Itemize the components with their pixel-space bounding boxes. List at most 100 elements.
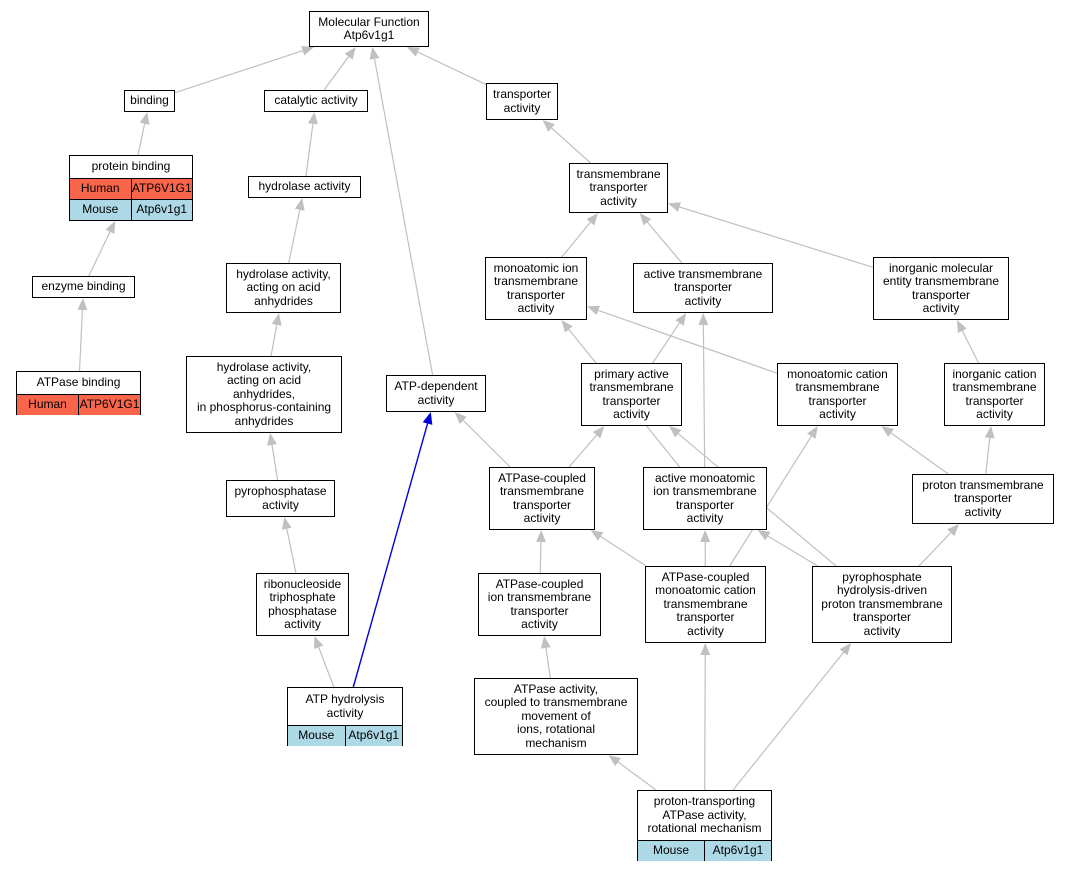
node-hydrolase-phosphorus-anhydrides[interactable]: hydrolase activity, acting on acid anhyd… [186, 356, 342, 433]
gene-cell: ATP6V1G1 [78, 395, 140, 415]
gene-cell: Atp6v1g1 [130, 200, 192, 220]
gene-cell: ATP6V1G1 [130, 179, 192, 199]
node-label: proton-transporting ATPase activity, rot… [647, 794, 762, 836]
edge-atpase_rotational-to-atpase_coupled_ion [545, 647, 551, 679]
node-ribonucleoside-triphosphate-phosphatase[interactable]: ribonucleoside triphosphate phosphatase … [256, 573, 349, 636]
arrowhead-catalytic [307, 112, 318, 125]
arrowhead-ribonucleoside [314, 636, 324, 649]
edge-active_tm-to-tm_transporter [646, 221, 683, 264]
edge-pyrophosphate_driven-to-active_monoatomic [767, 535, 819, 567]
node-label: transporter activity [492, 87, 552, 115]
node-transmembrane-transporter-activity[interactable]: transmembrane transporter activity [569, 163, 668, 213]
arrowhead-primary_active [592, 426, 605, 439]
node-atpase-binding[interactable]: ATPase binding Human ATP6V1G1 [16, 371, 141, 415]
node-atp-hydrolysis-activity[interactable]: ATP hydrolysis activity Mouse Atp6v1g1 [287, 687, 403, 746]
node-monoatomic-ion-transporter[interactable]: monoatomic ion transmembrane transporter… [485, 257, 587, 320]
node-hydrolase-activity[interactable]: hydrolase activity [248, 176, 361, 198]
node-label: hydrolase activity, acting on acid anhyd… [236, 266, 331, 308]
arrowhead-binding [139, 112, 150, 125]
edge-proton_transporting-to-pyrophosphate_driven [732, 651, 845, 791]
arrowhead-monoatomic_ion [561, 320, 573, 333]
node-pyrophosphatase-activity[interactable]: pyrophosphatase activity [226, 480, 335, 517]
edge-proton_tm-to-monoatomic_cation [890, 432, 949, 475]
node-binding[interactable]: binding [124, 90, 175, 112]
edge-proton_tm-to-inorganic_cation [985, 437, 991, 475]
node-active-transmembrane-transporter[interactable]: active transmembrane transporter activit… [633, 263, 773, 313]
edge-hydrolase-to-catalytic [305, 123, 314, 177]
node-proton-transmembrane-transporter[interactable]: proton transmembrane transporter activit… [912, 474, 1054, 524]
species-cell: Human [17, 395, 78, 415]
arrowhead-monoatomic_cation [807, 426, 818, 439]
edge-atp_dependent-to-mf [373, 58, 434, 376]
arrowhead-atp_dependent [422, 412, 433, 425]
node-proton-transporting-atpase-rotational[interactable]: proton-transporting ATPase activity, rot… [637, 790, 772, 861]
arrowhead-proton_tm [947, 524, 960, 537]
arrowhead-tm_transporter [639, 213, 652, 226]
arrowhead-atp_dependent [454, 412, 467, 424]
arrowhead-monoatomic_cation [881, 426, 895, 438]
node-label: ribonucleoside triphosphate phosphatase … [263, 576, 342, 631]
arrowhead-mf [406, 47, 420, 57]
edge-inorganic_mol-to-tm_transporter [679, 206, 874, 268]
node-inorganic-molecular-entity-transporter[interactable]: inorganic molecular entity transmembrane… [873, 257, 1009, 320]
node-label: inorganic cation transmembrane transport… [952, 366, 1037, 421]
node-label: Molecular Function Atp6v1g1 [318, 14, 420, 42]
node-inorganic-cation-transporter[interactable]: inorganic cation transmembrane transport… [944, 363, 1045, 426]
node-label: pyrophosphate hydrolysis-driven proton t… [821, 569, 943, 638]
node-active-monoatomic-ion-transporter[interactable]: active monoatomic ion transmembrane tran… [643, 467, 767, 530]
arrowhead-atpase_coupled_tm [590, 530, 604, 541]
arrowhead-mf [301, 45, 315, 56]
node-transporter-activity[interactable]: transporter activity [486, 83, 558, 120]
edge-atpase_coupled_cation-to-monoatomic_cation [729, 435, 812, 567]
node-atpase-rotational-mechanism[interactable]: ATPase activity, coupled to transmembran… [474, 678, 638, 755]
node-label: ATPase-coupled transmembrane transporter… [498, 470, 586, 525]
edge-monoatomic_cation-to-monoatomic_ion [598, 309, 778, 374]
arrowhead-pyrophosphatase [281, 517, 292, 530]
edge-enzyme_binding-to-protein_binding [88, 231, 111, 277]
node-label: primary active transmembrane transporter… [589, 366, 674, 421]
arrowhead-inorganic_mol [956, 320, 967, 333]
arrowhead-monoatomic_ion [587, 305, 600, 316]
arrowhead-active_tm [698, 313, 709, 326]
arrowhead-tm_transporter [668, 202, 681, 212]
species-row-mouse: Mouse Atp6v1g1 [70, 199, 192, 220]
edge-atp_hydrolysis-to-atp_dependent [352, 423, 429, 688]
species-row-mouse: Mouse Atp6v1g1 [288, 725, 402, 746]
node-protein-binding[interactable]: protein binding Human ATP6V1G1 Mouse Atp… [69, 155, 193, 221]
edge-inorganic_cation-to-inorganic_mol [961, 330, 980, 364]
node-primary-active-transporter[interactable]: primary active transmembrane transporter… [581, 363, 682, 426]
arrowhead-atpase_coupled_ion [540, 636, 551, 649]
node-enzyme-binding[interactable]: enzyme binding [32, 276, 135, 298]
node-label: active transmembrane transporter activit… [643, 266, 763, 308]
arrowhead-tm_transporter [586, 213, 598, 226]
arrowhead-inorganic_cation [984, 426, 995, 439]
node-hydrolase-acid-anhydrides[interactable]: hydrolase activity, acting on acid anhyd… [226, 263, 341, 313]
edge-binding-to-mf [174, 50, 303, 94]
node-catalytic-activity[interactable]: catalytic activity [264, 90, 368, 112]
node-label: transmembrane transporter activity [576, 166, 661, 208]
arrowhead-atpase_coupled_cation [700, 643, 711, 656]
node-pyrophosphate-hydrolysis-driven-proton-transporter[interactable]: pyrophosphate hydrolysis-driven proton t… [812, 566, 952, 643]
node-atpase-coupled-transmembrane-transporter[interactable]: ATPase-coupled transmembrane transporter… [489, 467, 595, 530]
node-molecular-function[interactable]: Molecular Function Atp6v1g1 [309, 11, 429, 47]
edge-tm_transporter-to-transporter [551, 127, 592, 164]
node-label: active monoatomic ion transmembrane tran… [653, 470, 757, 525]
edge-active_monoatomic-to-active_tm [702, 324, 706, 468]
node-label: hydrolase activity, acting on acid anhyd… [196, 359, 332, 428]
node-atpase-coupled-monoatomic-cation-transporter[interactable]: ATPase-coupled monoatomic cation transme… [645, 566, 766, 643]
node-label: ATPase-coupled ion transmembrane transpo… [487, 576, 592, 631]
node-atp-dependent-activity[interactable]: ATP-dependent activity [386, 375, 486, 412]
edge-atpase_coupled_ion-to-atpase_coupled_tm [539, 541, 542, 574]
edge-monoatomic_ion-to-tm_transporter [561, 221, 591, 258]
edge-pyrophosphate_driven-to-proton_tm [918, 532, 952, 567]
node-atpase-coupled-ion-transporter[interactable]: ATPase-coupled ion transmembrane transpo… [478, 573, 601, 636]
arrowhead-enzyme_binding [77, 298, 88, 311]
arrowhead-hyd_phos [267, 433, 277, 446]
node-label: protein binding [91, 159, 171, 174]
node-monoatomic-cation-transporter[interactable]: monoatomic cation transmembrane transpor… [777, 363, 898, 426]
arrowhead-atpase_coupled_tm [535, 530, 546, 543]
node-label: pyrophosphatase activity [234, 484, 327, 512]
arrowhead-mf [369, 47, 380, 60]
node-label: hydrolase activity [258, 179, 351, 194]
